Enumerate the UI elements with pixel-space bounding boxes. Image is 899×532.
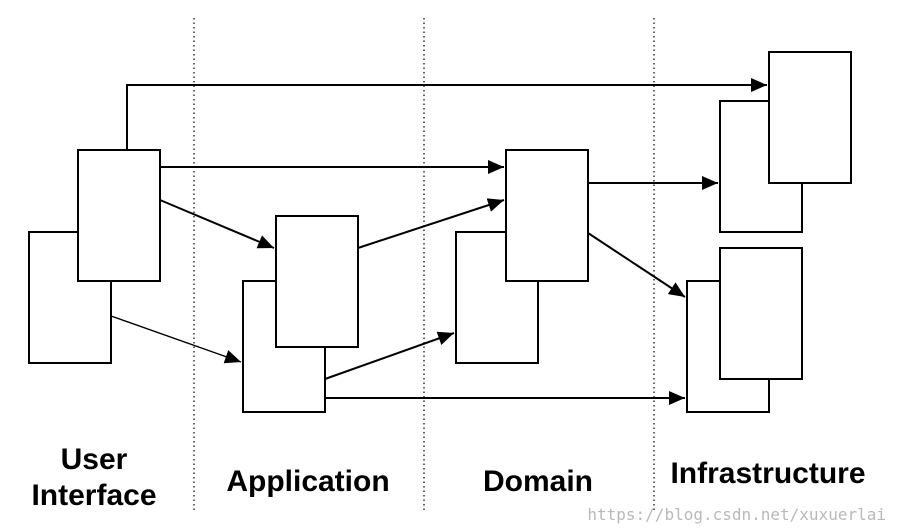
layer-label-domain: Domain [483, 465, 593, 498]
watermark-text: https://blog.csdn.net/xuxuerlai [587, 505, 886, 524]
layer-label-ui-line2: Interface [31, 479, 156, 512]
application-front-box [275, 215, 359, 348]
infra-bottom-front-box [719, 247, 803, 380]
ui-front-box [77, 149, 161, 282]
domain-front-box [505, 149, 589, 282]
arrow-ui-to-application-front [159, 199, 275, 249]
arrow-ui-to-infra-top [126, 78, 767, 150]
arrow-ui-back-to-application-back [110, 315, 242, 364]
layer-label-ui-line1: User [61, 443, 128, 476]
layer-label-application: Application [226, 465, 389, 498]
arrow-application-to-domain-back [324, 331, 455, 380]
layer-label-infrastructure: Infrastructure [670, 457, 865, 490]
arrow-domain-to-infra-bottom [587, 232, 686, 298]
infra-top-front-box [768, 51, 852, 184]
arrow-application-to-domain-front [357, 198, 505, 249]
